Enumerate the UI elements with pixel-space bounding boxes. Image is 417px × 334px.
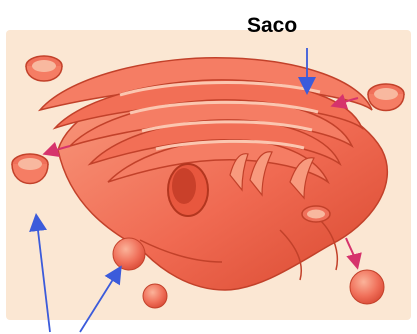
saco-label: Saco — [247, 14, 297, 38]
